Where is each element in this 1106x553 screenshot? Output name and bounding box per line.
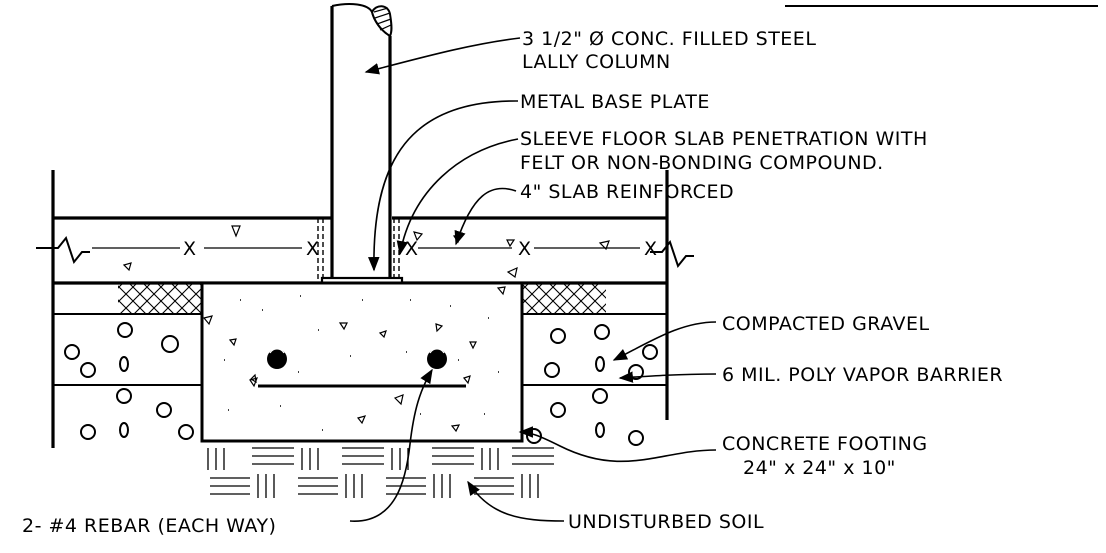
label-base-plate: METAL BASE PLATE [520, 91, 710, 113]
mesh-mark: X [306, 238, 320, 260]
label-soil: UNDISTURBED SOIL [568, 511, 764, 533]
left-break-line [36, 235, 90, 265]
label-gravel: COMPACTED GRAVEL [722, 313, 930, 335]
leader-column [364, 37, 521, 75]
label-vapor-barrier: 6 MIL. POLY VAPOR BARRIER [722, 364, 1003, 386]
undisturbed-soil [207, 447, 554, 498]
leader-slab [454, 187, 517, 246]
mesh-mark: X [518, 238, 532, 260]
label-slab: 4" SLAB REINFORCED [520, 181, 734, 203]
leader-vapor-barrier [618, 371, 717, 383]
concrete-footing [200, 281, 524, 443]
leader-lines [349, 37, 717, 522]
mesh-mark: X [405, 238, 419, 260]
label-column-line2: LALLY COLUMN [522, 51, 671, 73]
leader-sleeve [396, 138, 519, 256]
mesh-mark: X [183, 238, 197, 260]
label-footing-line1: CONCRETE FOOTING [722, 433, 928, 455]
right-break-line [650, 239, 694, 269]
slab-sleeve [317, 218, 400, 282]
label-column-line1: 3 1/2" Ø CONC. FILLED STEEL [522, 28, 816, 50]
compacted-gravel [53, 284, 667, 446]
leader-soil [467, 480, 565, 522]
leader-base-plate [368, 100, 519, 272]
label-sleeve-line1: SLEEVE FLOOR SLAB PENETRATION WITH [520, 128, 928, 150]
leader-footing [518, 426, 717, 463]
leader-rebar [349, 368, 433, 522]
lally-column [330, 3, 393, 278]
label-sleeve-line2: FELT OR NON-BONDING COMPOUND. [520, 152, 884, 174]
rebar [258, 348, 466, 388]
label-rebar: 2- #4 REBAR (EACH WAY) [22, 515, 276, 537]
label-footing-line2: 24" x 24" x 10" [743, 457, 896, 479]
leader-gravel [612, 321, 717, 361]
floor-slab: X X X X X [36, 216, 694, 285]
mesh-mark: X [644, 238, 658, 260]
